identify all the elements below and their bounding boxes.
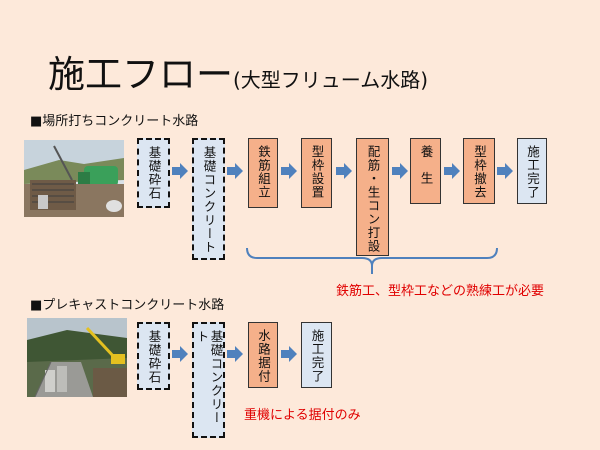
arrow-right-icon	[227, 346, 243, 366]
arrow-right-icon	[227, 163, 243, 183]
step-curing: 養生	[410, 138, 441, 204]
arrow-right-icon	[392, 163, 408, 183]
step-base-concrete: 基礎コンクリート	[192, 322, 225, 438]
arrow-right-icon	[281, 163, 297, 183]
arrow-right-icon	[172, 163, 188, 183]
step-label: 基礎コンクリート	[201, 146, 217, 254]
title-subtitle: (大型フリューム水路)	[233, 68, 429, 92]
step-formwork-removal: 型枠撤去	[463, 138, 495, 204]
step-base-gravel: 基礎砕石	[137, 138, 170, 208]
step-rebar-and-concrete-pour: 配筋・生コン打設	[356, 138, 389, 256]
step-label: 養生	[418, 145, 434, 198]
step-label: 基礎コンクリート	[194, 330, 224, 425]
construction-photo-cast-in-place	[24, 140, 124, 217]
arrow-right-icon	[281, 346, 297, 366]
step-label: 基礎砕石	[146, 330, 162, 384]
step-label: 型枠撤去	[472, 145, 487, 199]
arrow-right-icon	[172, 346, 188, 366]
step-label: 型枠設置	[309, 145, 325, 199]
step-base-concrete: 基礎コンクリート	[192, 138, 225, 260]
step-label: 水路据付	[256, 329, 271, 383]
step-rebar-assembly: 鉄筋組立	[248, 138, 278, 208]
step-base-gravel: 基礎砕石	[137, 322, 170, 390]
step-channel-installation: 水路据付	[248, 322, 278, 388]
step-formwork-setup: 型枠設置	[301, 138, 332, 208]
title-main: 施工フロー	[48, 53, 233, 96]
step-construction-complete: 施工完了	[301, 322, 332, 388]
page-title: 施工フロー(大型フリューム水路)	[48, 44, 428, 98]
note-machine-install-only: 重機による据付のみ	[244, 408, 361, 423]
arrow-right-icon	[444, 163, 460, 183]
construction-photo-precast	[27, 318, 127, 397]
arrow-right-icon	[336, 163, 352, 183]
section-heading-cast-in-place: ■場所打ちコンクリート水路	[30, 114, 199, 129]
step-label: 基礎砕石	[146, 146, 162, 200]
note-skilled-labor-required: 鉄筋工、型枠工などの熟練工が必要	[336, 284, 545, 299]
step-label: 施工完了	[309, 329, 325, 383]
step-label: 配筋・生コン打設	[365, 145, 381, 253]
step-construction-complete: 施工完了	[517, 138, 547, 204]
step-label: 鉄筋組立	[256, 145, 271, 199]
section-heading-precast: ■プレキャストコンクリート水路	[30, 298, 225, 313]
step-label: 施工完了	[525, 145, 540, 199]
arrow-right-icon	[497, 163, 513, 183]
